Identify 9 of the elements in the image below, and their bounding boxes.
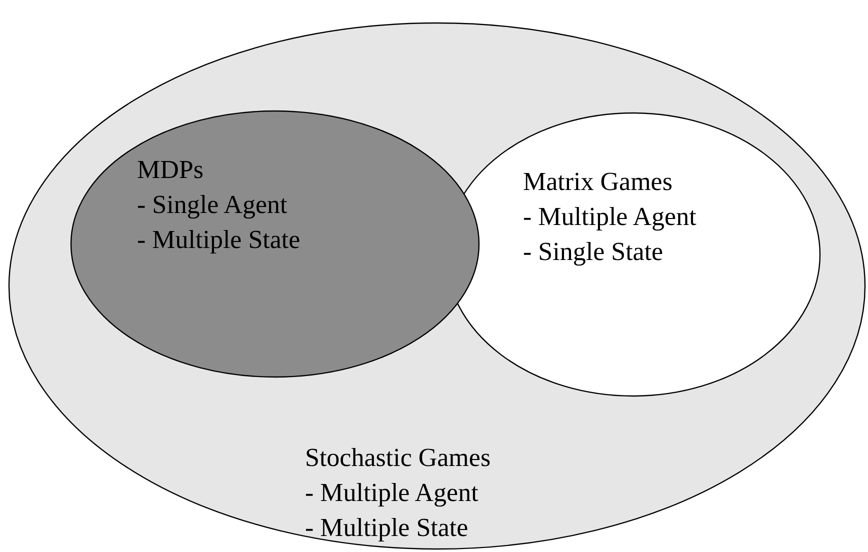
set-title: Matrix Games (523, 166, 674, 198)
set-property: - Multiple State (137, 224, 300, 256)
set-property: - Single State (523, 236, 664, 268)
set-property: - Single Agent (137, 189, 288, 221)
set-property: - Multiple Agent (305, 477, 480, 509)
set-property: - Multiple Agent (523, 201, 696, 233)
set-property: - Multiple State (305, 512, 470, 544)
set-title: Stochastic Games (305, 442, 491, 474)
set-title: MDPs (137, 154, 204, 186)
